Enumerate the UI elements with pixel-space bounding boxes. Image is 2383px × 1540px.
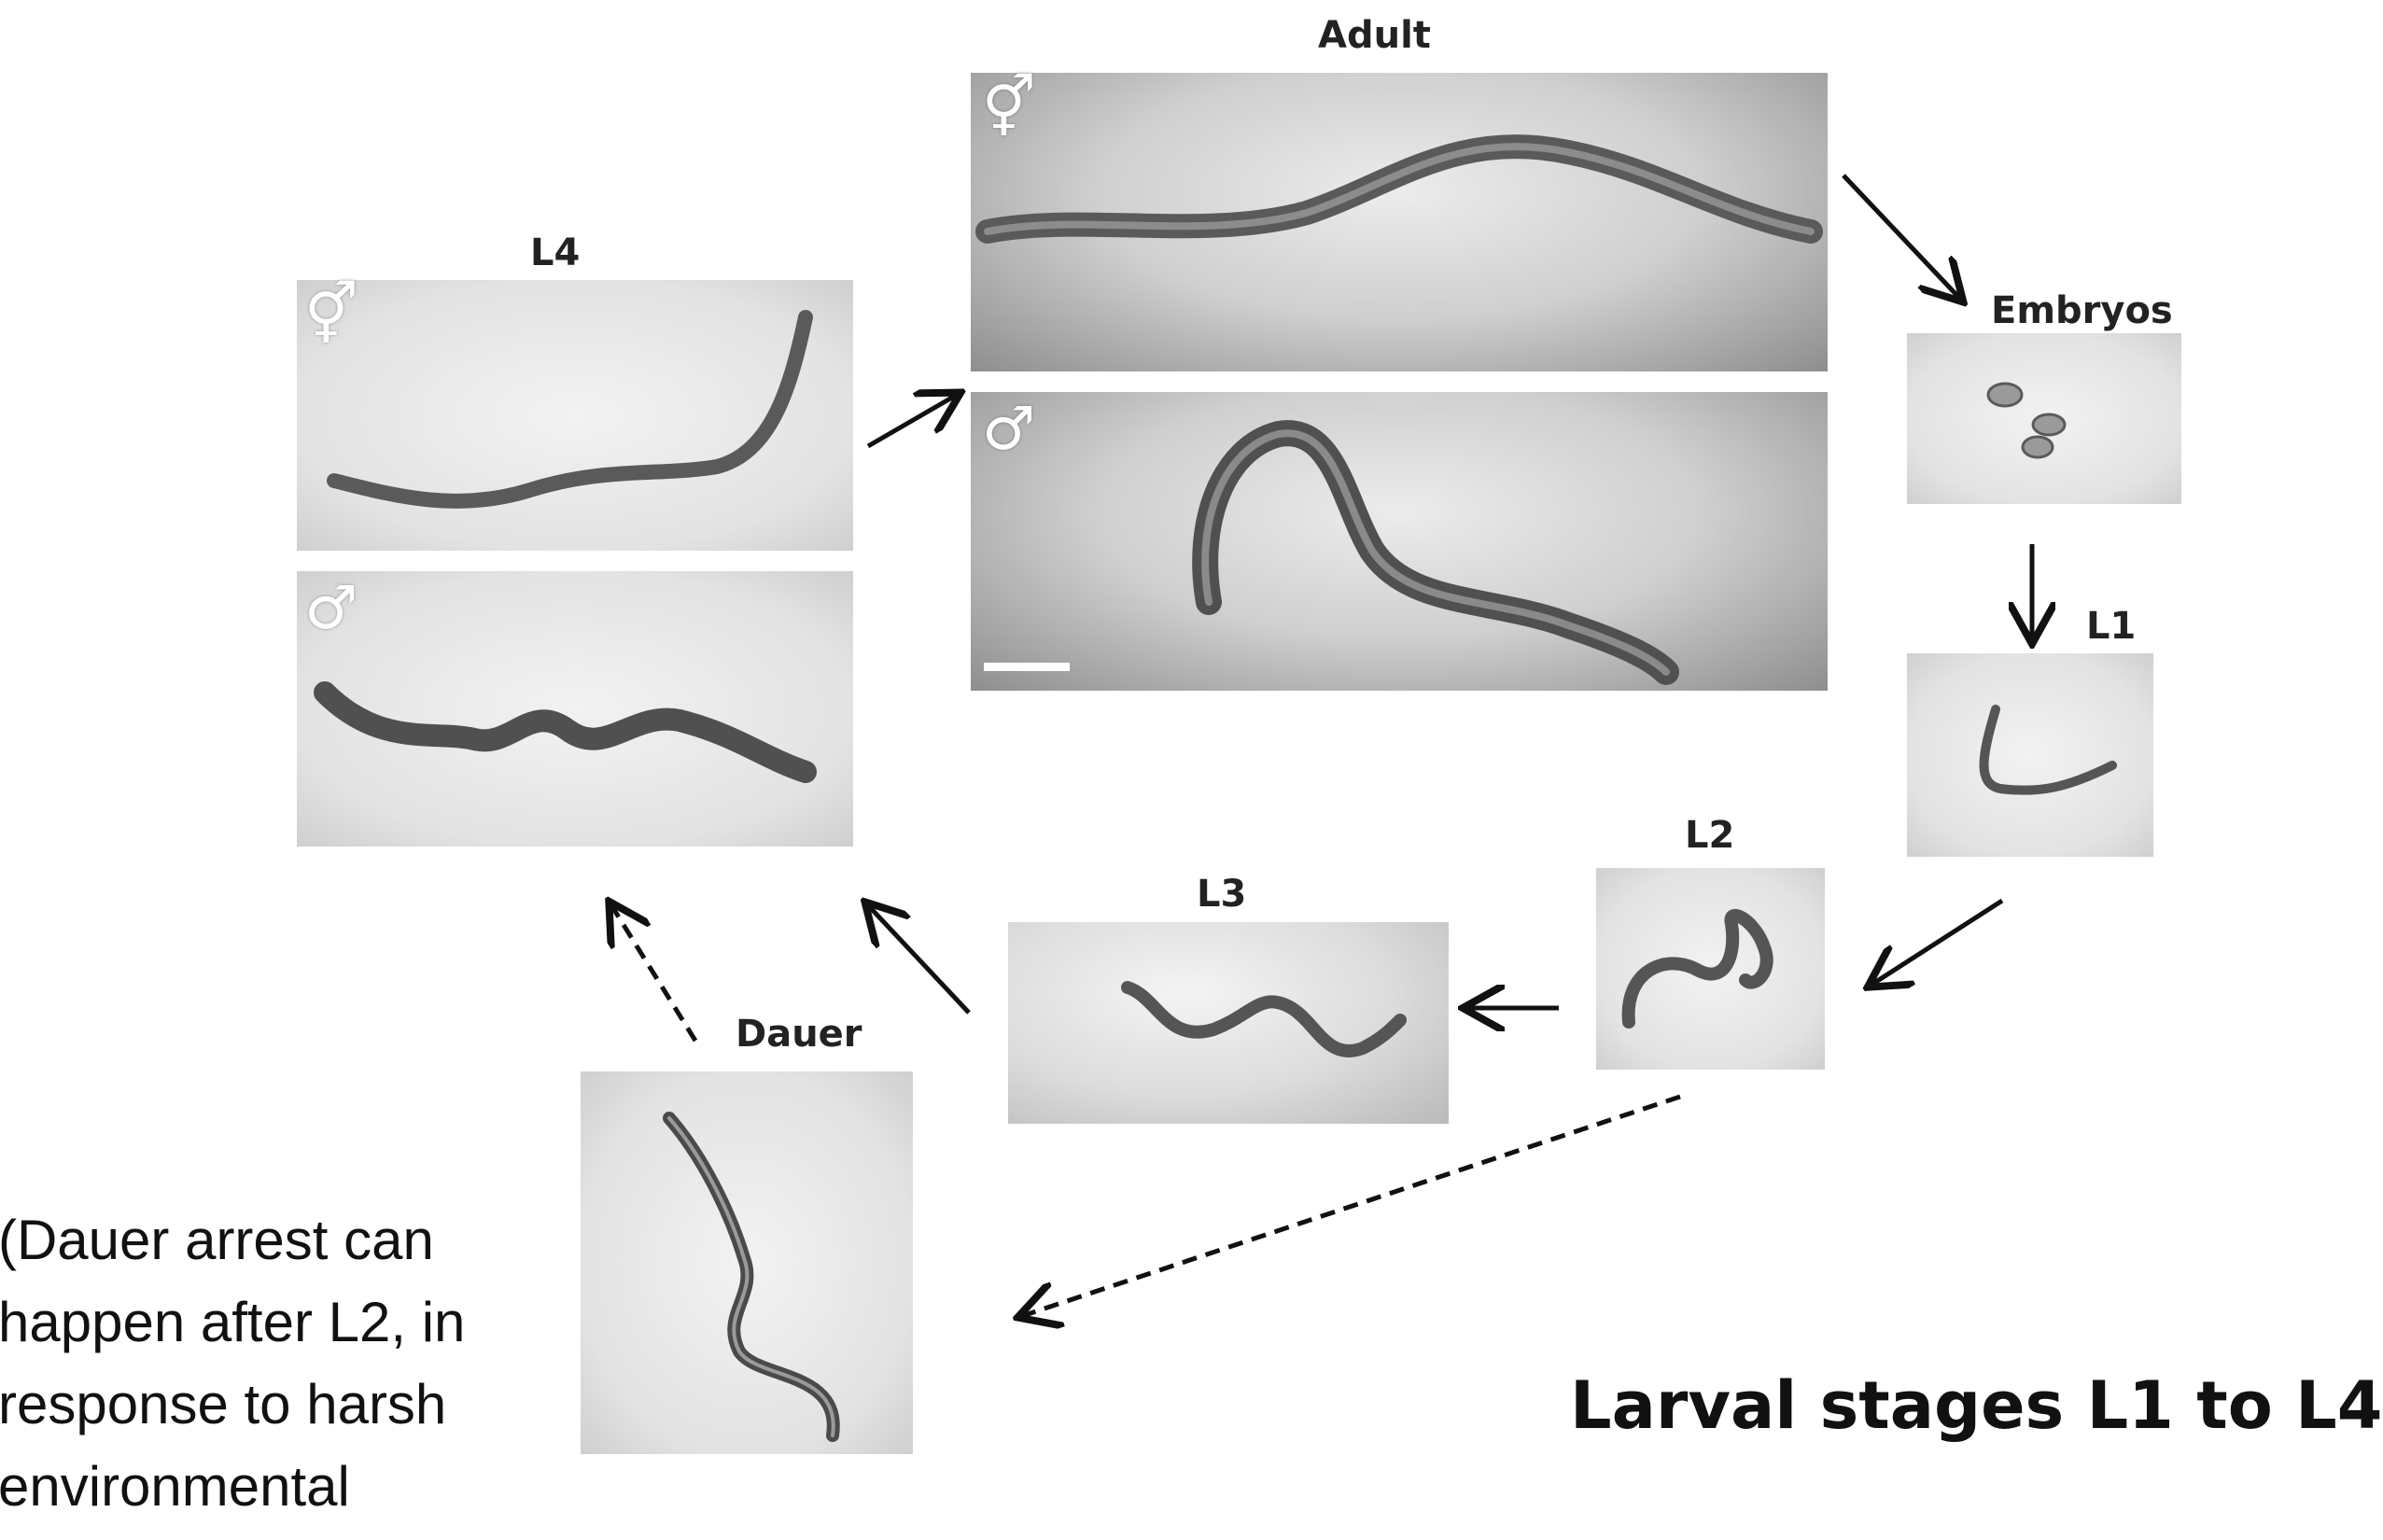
l3-image [1008, 922, 1449, 1124]
l1-image [1907, 653, 2153, 857]
adult-male-worm [1192, 420, 1679, 685]
arrow-l3-to-l4 [868, 905, 971, 1015]
caption-line: response to harsh [0, 1373, 447, 1435]
scale-bar [984, 663, 1070, 671]
caption-line: (Dauer arrest can [0, 1209, 434, 1271]
larval-stages-title: Larval stages L1 to L4 [1570, 1367, 2383, 1444]
arrow-dauer-to-l4 [611, 905, 698, 1043]
hermaphrodite-symbol-l4: ⚥ [304, 281, 358, 350]
l4-male-worm [314, 681, 817, 783]
arrow-l4-to-adult [866, 395, 957, 449]
arrow-adult-to-embryos [1842, 174, 1960, 299]
l4-hermaphrodite-image: ⚥ [297, 280, 853, 551]
l4-hermaphrodite-worm [327, 310, 813, 509]
dauer-worm [663, 1112, 840, 1442]
stage-label-dauer: Dauer [736, 1013, 862, 1056]
arrow-l2-to-dauer [1022, 1094, 1681, 1316]
stage-label-adult: Adult [1318, 14, 1431, 57]
embryo-shapes [1986, 382, 2067, 459]
hermaphrodite-symbol: ⚥ [982, 74, 1036, 143]
dauer-caption: (Dauer arrest can happen after L2, in re… [0, 1199, 596, 1528]
arrow-l1-to-l2 [1871, 898, 2004, 985]
adult-hermaphrodite-image: ⚥ [971, 73, 1828, 371]
l4-male-image: ♂ [297, 571, 853, 847]
l3-worm [1121, 981, 1407, 1057]
stage-label-l3: L3 [1197, 873, 1247, 916]
adult-male-image: ♂ [971, 392, 1828, 691]
stage-label-l2: L2 [1685, 814, 1735, 857]
stage-label-embryos: Embryos [1991, 289, 2173, 332]
stage-label-l1: L1 [2086, 605, 2137, 648]
l1-worm [1979, 705, 2117, 795]
adult-hermaphrodite-worm [975, 134, 1823, 244]
stage-label-l4: L4 [530, 231, 581, 274]
l2-worm [1621, 908, 1773, 1029]
dauer-image [581, 1071, 913, 1454]
embryos-image [1907, 333, 2181, 504]
l2-image [1596, 868, 1825, 1070]
male-symbol: ♂ [982, 395, 1036, 464]
caption-line: environmental [0, 1455, 350, 1518]
caption-line: happen after L2, in [0, 1291, 466, 1353]
male-symbol-l4: ♂ [304, 574, 358, 643]
